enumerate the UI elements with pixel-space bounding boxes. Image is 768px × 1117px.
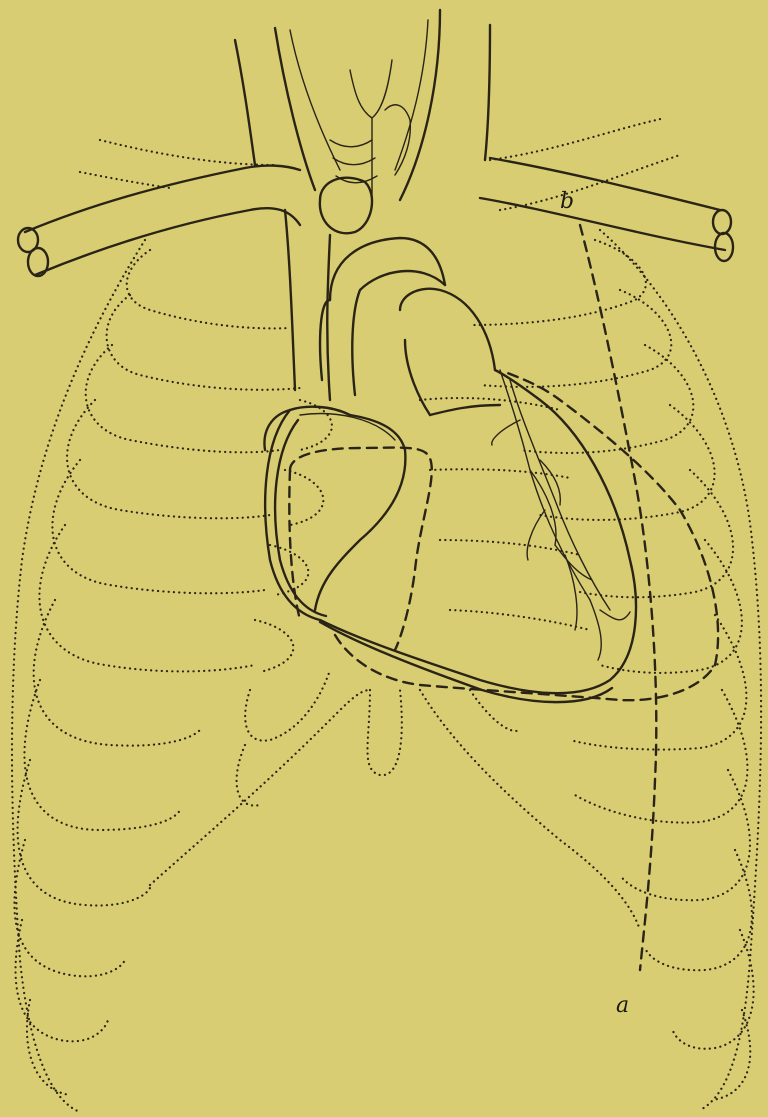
- trachea: [275, 10, 440, 233]
- rib-cage: [12, 118, 761, 1112]
- great-vessels: [18, 25, 733, 415]
- heart: [264, 370, 636, 702]
- label-a: a: [616, 993, 629, 1018]
- label-b: b: [560, 189, 574, 214]
